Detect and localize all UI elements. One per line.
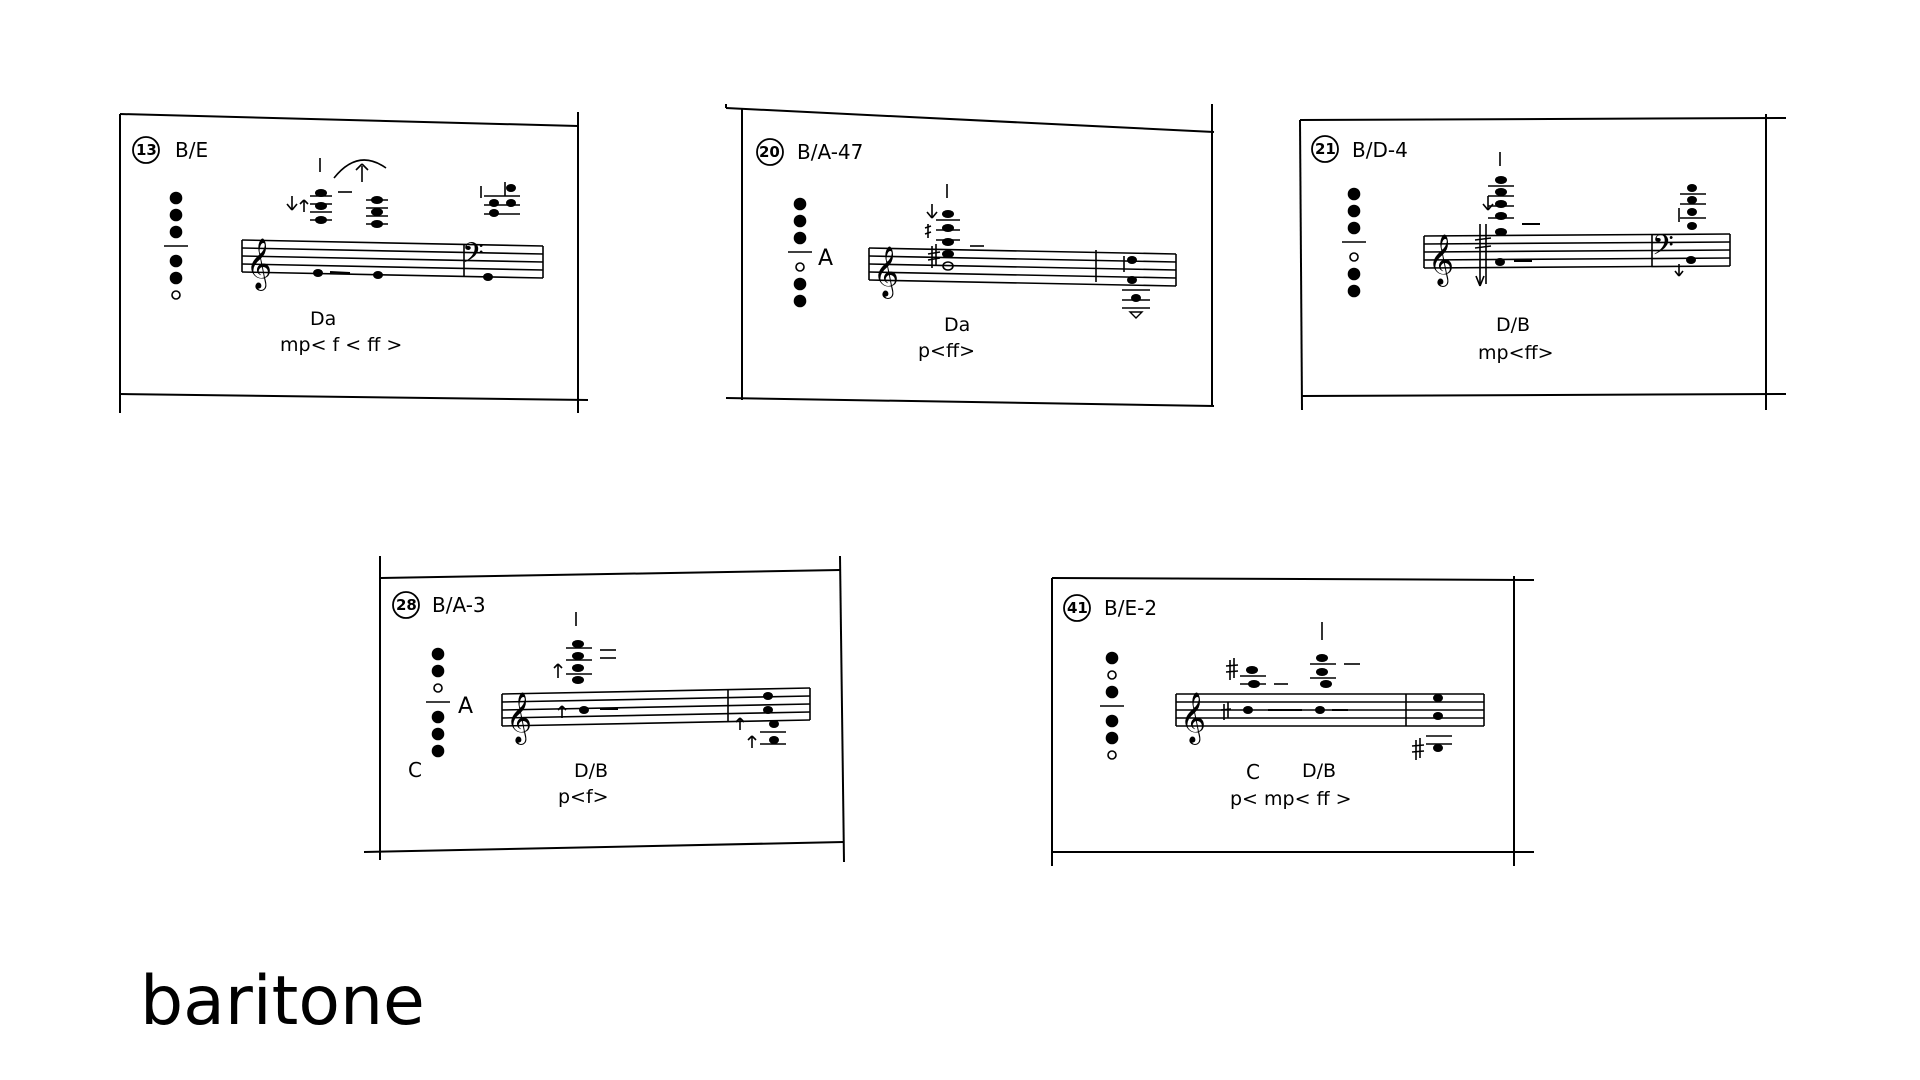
card-number: 13 bbox=[136, 141, 157, 159]
staff bbox=[1175, 693, 1485, 727]
open-key-dot bbox=[1107, 670, 1117, 680]
closed-key-dot bbox=[169, 271, 183, 285]
treble-clef-icon: 𝄞 bbox=[1180, 692, 1206, 745]
fingering-chart bbox=[788, 197, 812, 308]
open-key-dot bbox=[1107, 750, 1117, 760]
closed-key-dot bbox=[793, 231, 807, 245]
technique-label: Da bbox=[944, 314, 971, 336]
closed-key-dot bbox=[1347, 221, 1361, 235]
closed-key-dot bbox=[1105, 731, 1119, 745]
number-circle bbox=[756, 138, 784, 166]
closed-key-dot bbox=[169, 208, 183, 222]
multiphonic-card-41: 𝄞 41 B/E-2 C D/B p< mp< ff > bbox=[1040, 570, 1540, 870]
treble-clef-icon: 𝄞 bbox=[506, 692, 532, 745]
closed-key-dot bbox=[169, 225, 183, 239]
card-code: B/A-3 bbox=[432, 593, 486, 617]
notes bbox=[1220, 622, 1452, 760]
pad-label: C bbox=[1246, 760, 1260, 784]
staff bbox=[1423, 233, 1731, 269]
technique-label: D/B bbox=[574, 760, 609, 782]
dynamics-label: p<f> bbox=[558, 786, 609, 808]
closed-key-dot bbox=[1105, 685, 1119, 699]
notes bbox=[286, 158, 520, 281]
closed-key-dot bbox=[431, 727, 445, 741]
card-number: 41 bbox=[1067, 599, 1088, 617]
treble-clef-icon: 𝄞 bbox=[873, 246, 899, 299]
card-code: B/E-2 bbox=[1104, 596, 1158, 620]
closed-key-dot bbox=[169, 191, 183, 205]
closed-key-dot bbox=[431, 664, 445, 678]
technique-label: D/B bbox=[1496, 314, 1531, 336]
technique-label: D/B bbox=[1302, 760, 1337, 782]
fingering-chart bbox=[1100, 651, 1124, 760]
dynamics-label: mp<ff> bbox=[1478, 342, 1554, 364]
closed-key-dot bbox=[431, 647, 445, 661]
notes bbox=[924, 184, 1150, 319]
open-key-dot bbox=[433, 683, 443, 693]
dynamics-label: mp< f < ff > bbox=[280, 334, 403, 356]
closed-key-dot bbox=[1347, 284, 1361, 298]
card-frame: 𝄞 bbox=[1051, 576, 1535, 866]
dynamics-label: p< mp< ff > bbox=[1230, 788, 1352, 810]
number-circle bbox=[132, 136, 160, 164]
pad-label: C bbox=[408, 758, 422, 782]
treble-clef-icon: 𝄞 bbox=[1428, 234, 1454, 287]
card-code: B/E bbox=[175, 138, 209, 162]
multiphonic-card-13: 𝄞 𝄢 13 B/E Da mp< f < ff > bbox=[118, 108, 598, 418]
number-circle bbox=[1311, 135, 1339, 163]
bass-clef-icon: 𝄢 bbox=[1652, 229, 1674, 269]
fingering-chart bbox=[426, 647, 450, 758]
closed-key-dot bbox=[1105, 651, 1119, 665]
number-circle bbox=[392, 591, 420, 619]
card-frame: 𝄞 𝄢 bbox=[1299, 114, 1787, 411]
closed-key-dot bbox=[431, 744, 445, 758]
staff bbox=[868, 247, 1177, 287]
instrument-caption: baritone bbox=[140, 962, 425, 1041]
fingering-chart bbox=[1342, 187, 1366, 298]
card-number: 21 bbox=[1315, 140, 1336, 158]
open-key-dot bbox=[1349, 252, 1359, 262]
staff bbox=[241, 239, 544, 279]
card-code: B/A-47 bbox=[797, 140, 864, 164]
closed-key-dot bbox=[793, 214, 807, 228]
open-key-dot bbox=[795, 262, 805, 272]
closed-key-dot bbox=[1347, 267, 1361, 281]
multiphonic-card-21: 𝄞 𝄢 21 B/D-4 D/B mp<ff> bbox=[1296, 114, 1796, 414]
card-frame: 𝄞 𝄢 bbox=[119, 112, 589, 413]
closed-key-dot bbox=[793, 294, 807, 308]
side-key-label: A bbox=[458, 694, 474, 719]
card-frame: 𝄞 bbox=[725, 104, 1215, 407]
staff bbox=[501, 687, 811, 727]
closed-key-dot bbox=[431, 710, 445, 724]
notes bbox=[1474, 152, 1706, 287]
notes bbox=[553, 612, 786, 748]
closed-key-dot bbox=[1347, 204, 1361, 218]
open-key-dot bbox=[171, 290, 181, 300]
dynamics-label: p<ff> bbox=[918, 340, 975, 362]
closed-key-dot bbox=[1347, 187, 1361, 201]
technique-label: Da bbox=[310, 308, 337, 330]
card-code: B/D-4 bbox=[1352, 138, 1408, 162]
card-number: 20 bbox=[759, 143, 780, 161]
closed-key-dot bbox=[793, 277, 807, 291]
fingering-chart bbox=[164, 191, 188, 300]
number-circle bbox=[1063, 594, 1091, 622]
bass-clef-icon: 𝄢 bbox=[462, 237, 484, 277]
treble-clef-icon: 𝄞 bbox=[246, 238, 272, 291]
card-number: 28 bbox=[396, 596, 417, 614]
multiphonic-card-20: 𝄞 20 B/A-47 A Da p<ff> bbox=[725, 104, 1216, 416]
closed-key-dot bbox=[1105, 714, 1119, 728]
side-key-label: A bbox=[818, 246, 834, 271]
card-frame: 𝄞 bbox=[363, 555, 845, 863]
closed-key-dot bbox=[169, 254, 183, 268]
closed-key-dot bbox=[793, 197, 807, 211]
multiphonic-card-28: 𝄞 28 B/A-3 A C D/B p<f> bbox=[363, 555, 854, 866]
